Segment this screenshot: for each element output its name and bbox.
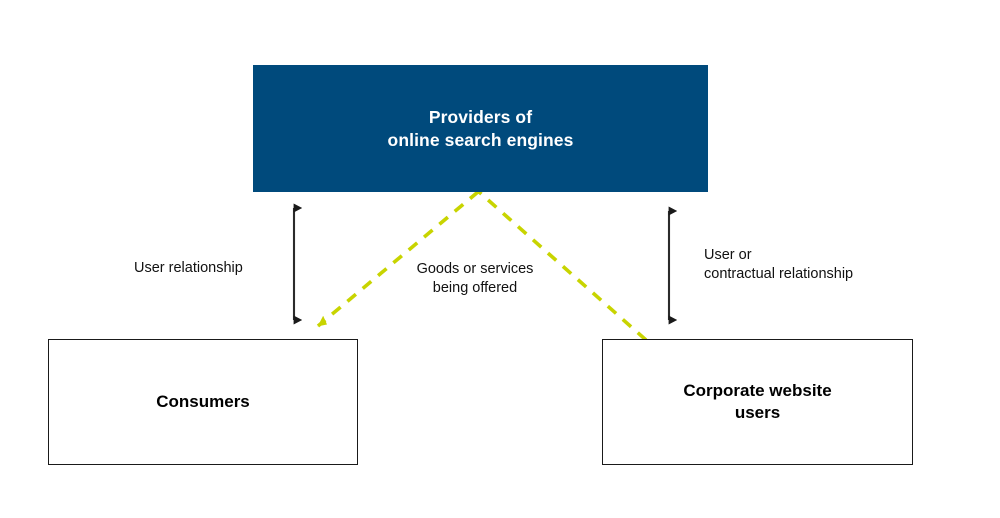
node-consumers[interactable]: Consumers — [48, 339, 358, 465]
node-corporate-website-users[interactable]: Corporate website users — [602, 339, 913, 465]
node-providers-of-online-search-engines[interactable]: Providers of online search engines — [253, 65, 708, 192]
edge-label-user-relationship: User relationship — [134, 260, 243, 276]
node-providers-label: Providers of online search engines — [387, 107, 574, 150]
edge-label-goods-or-services: Goods or services being offered — [416, 261, 534, 297]
node-consumers-label: Consumers — [156, 392, 250, 412]
node-corporate-website-users-label: Corporate website users — [683, 381, 832, 422]
edge-label-user-or-contractual-relationship: User or contractual relationship — [704, 247, 854, 283]
